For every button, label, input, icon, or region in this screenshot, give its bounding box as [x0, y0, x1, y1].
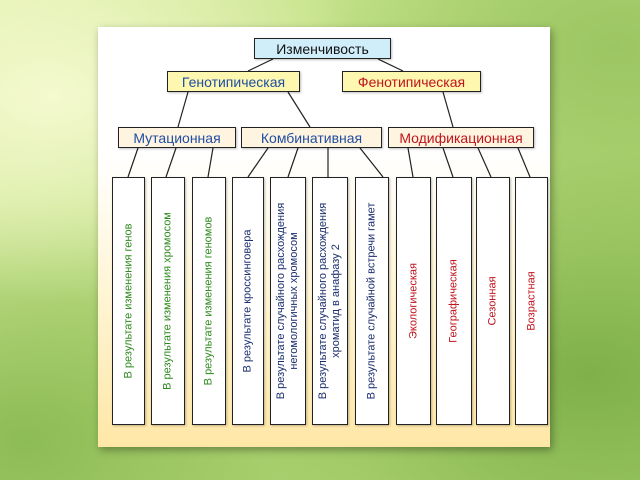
- connector-komb-leaf-5: [287, 147, 299, 178]
- node-phenotypic: Фенотипическая: [342, 71, 481, 92]
- node-mutational: Мутационная: [118, 127, 236, 148]
- connector-phenotypic-modification: [442, 91, 454, 128]
- leaf-geographic: Географическая: [436, 177, 472, 425]
- connector-mut-leaf-2: [165, 147, 177, 178]
- connector-mut-leaf-3: [207, 147, 214, 178]
- leaf-label: В результате случайного расхождения него…: [275, 202, 300, 400]
- leaf-label: В результате случайного расхождения хром…: [317, 202, 342, 400]
- leaf-crossing-over: В результате кроссинговера: [232, 177, 264, 425]
- leaf-label: В результате изменения генов: [122, 223, 134, 379]
- leaf-ecological: Экологическая: [396, 177, 431, 425]
- connector-mod-leaf-11: [517, 147, 531, 178]
- leaf-random-gamete-meeting: В результате случайной встречи гамет: [355, 177, 389, 425]
- leaf-random-chromatid-divergence: В результате случайного расхождения хром…: [312, 177, 348, 425]
- leaf-seasonal: Сезонная: [476, 177, 510, 425]
- leaf-genome-changes: В результате изменения геномов: [192, 177, 226, 425]
- connector-genotypic-mutational: [177, 91, 189, 128]
- node-combinative: Комбинативная: [241, 127, 382, 148]
- connector-mod-leaf-8: [407, 147, 414, 178]
- connector-mut-leaf-1: [127, 147, 139, 178]
- leaf-label: В результате случайной встречи гамет: [365, 202, 378, 400]
- connector-root-phenotypic: [377, 58, 404, 72]
- leaf-label: Экологическая: [407, 263, 419, 340]
- node-genotypic: Генотипическая: [167, 71, 300, 92]
- connector-mod-leaf-9: [442, 147, 454, 178]
- leaf-age-related: Возрастная: [515, 177, 548, 425]
- connector-genotypic-combinative: [287, 91, 311, 128]
- connector-mod-leaf-10: [477, 147, 492, 178]
- leaf-label: В результате изменения геномов: [202, 216, 215, 386]
- diagram-slide: Изменчивость Генотипическая Фенотипическ…: [98, 27, 550, 447]
- leaf-label: Географическая: [447, 259, 460, 343]
- connector-root-genotypic: [247, 58, 274, 72]
- leaf-gene-changes: В результате изменения генов: [112, 177, 145, 425]
- connector-komb-leaf-7: [359, 147, 384, 178]
- root-node-variability: Изменчивость: [254, 38, 391, 59]
- leaf-label: Сезонная: [486, 276, 499, 326]
- node-modification: Модификационная: [388, 127, 534, 148]
- leaf-random-chromosome-divergence: В результате случайного расхождения него…: [270, 177, 306, 425]
- leaf-chromosome-changes: В результате изменения хромосом: [151, 177, 185, 425]
- connector-komb-leaf-4: [247, 147, 269, 178]
- leaf-label: В результате изменения хромосом: [161, 212, 174, 390]
- leaf-label: В результате кроссинговера: [241, 229, 254, 373]
- leaf-label: Возрастная: [525, 271, 537, 331]
